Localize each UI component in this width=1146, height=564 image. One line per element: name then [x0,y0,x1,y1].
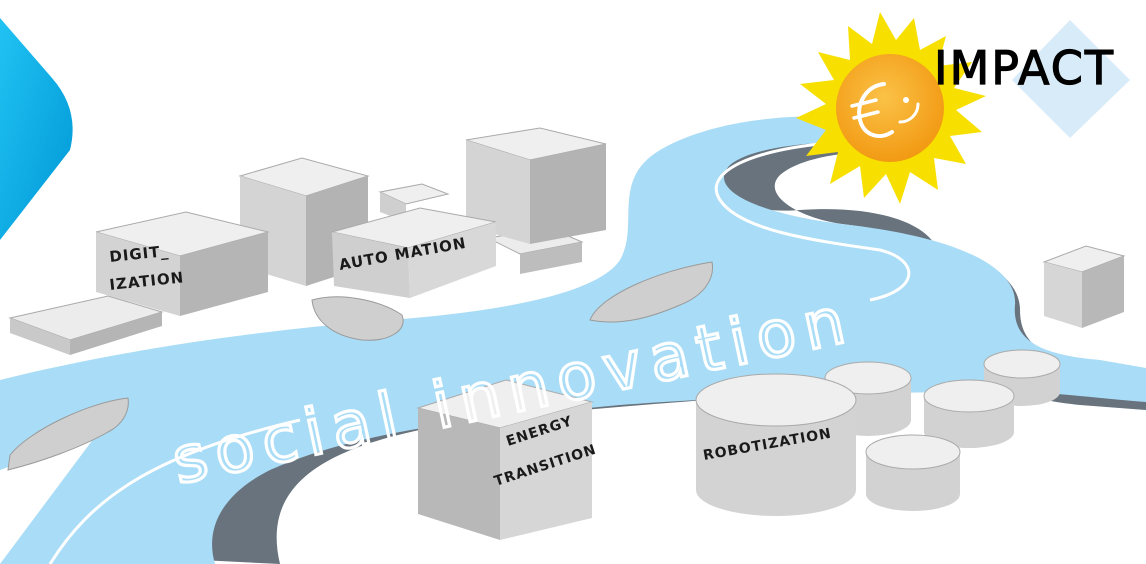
energy-building-side [500,402,592,540]
river-wave [714,138,911,302]
building [1044,262,1082,328]
boat [589,261,714,323]
digitization-building-front [96,232,180,316]
cylinder-tank [923,379,1015,448]
cylinder-tank [865,434,961,511]
automation-building-front [332,232,410,298]
energy-building-front [418,408,500,540]
building [466,140,530,244]
boat [311,296,404,341]
building [1082,256,1124,328]
boat [7,397,129,471]
accent-tab [0,18,73,240]
dock [70,312,162,355]
sun-icon [796,12,986,204]
robotization-cylinder [695,373,857,516]
building [530,144,606,244]
building [378,183,450,205]
dock [10,318,70,355]
euro-icon [850,82,920,138]
automation-building-side [408,222,496,298]
impact-diamond [1012,20,1130,138]
impact-label: IMPACT [934,41,1115,95]
river [0,116,1146,564]
dock [520,242,582,274]
digitization-building-side [180,232,268,316]
river-wave [48,418,301,564]
